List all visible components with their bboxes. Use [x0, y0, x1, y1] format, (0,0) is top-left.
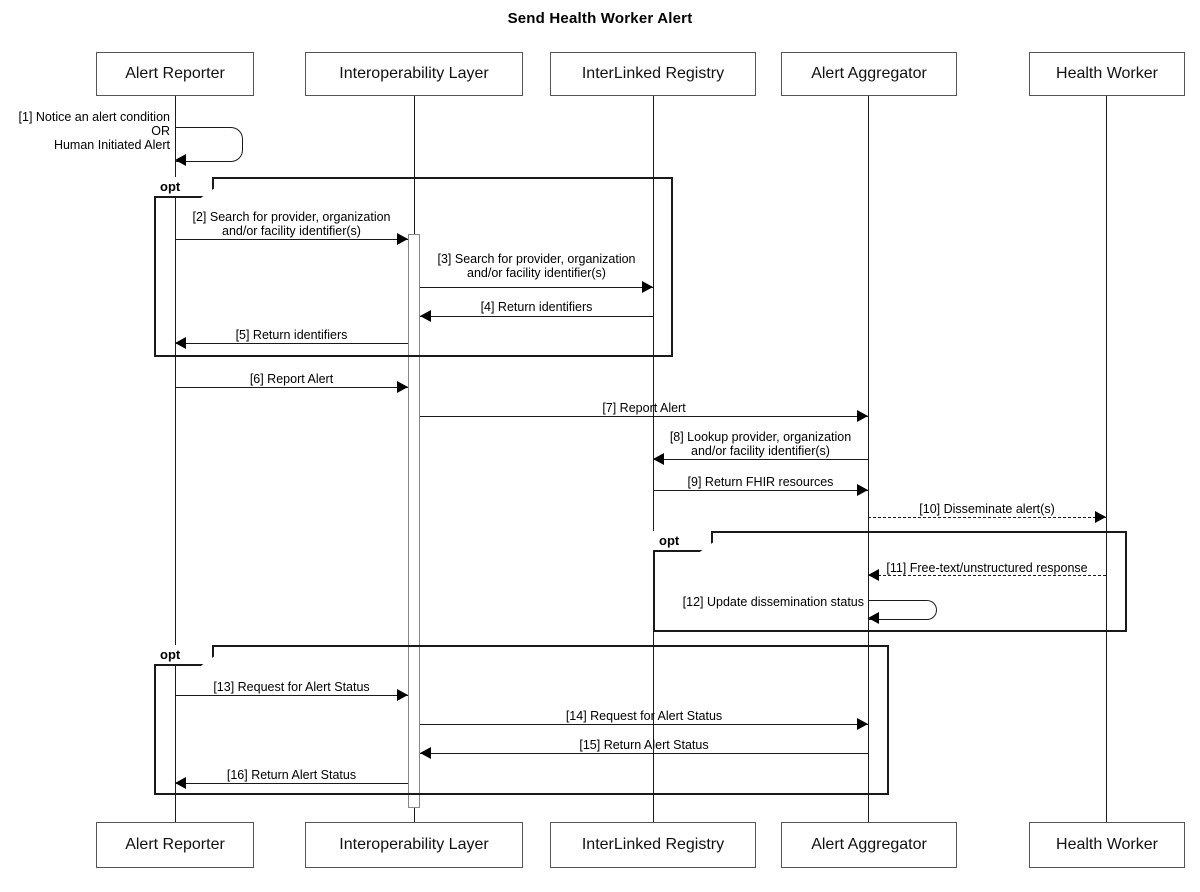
- message-line-16: [175, 783, 408, 784]
- participant-footer-alert-aggregator[interactable]: Alert Aggregator: [781, 822, 957, 868]
- self-message-loop: [868, 600, 937, 620]
- lifeline-alert-aggregator: [868, 96, 869, 822]
- arrowhead-message-14: [857, 718, 868, 730]
- participant-header-interoperability-layer[interactable]: Interoperability Layer: [305, 52, 523, 96]
- message-line-2: [175, 239, 408, 240]
- participant-header-interlinked-registry[interactable]: InterLinked Registry: [550, 52, 756, 96]
- message-line-13: [175, 695, 408, 696]
- message-line-9: [653, 490, 868, 491]
- lifeline-alert-reporter: [175, 96, 176, 822]
- arrowhead-message-13: [397, 689, 408, 701]
- message-label-9: [9] Return FHIR resources: [687, 475, 834, 489]
- participant-label: Interoperability Layer: [339, 65, 489, 82]
- message-label-14: [14] Request for Alert Status: [565, 709, 723, 723]
- message-line-6: [175, 387, 408, 388]
- self-message-loop: [175, 127, 243, 162]
- participant-label: Health Worker: [1056, 836, 1158, 853]
- self-message-12: [868, 600, 937, 620]
- participant-header-health-worker[interactable]: Health Worker: [1029, 52, 1185, 96]
- message-label-8: [8] Lookup provider, organization and/or…: [669, 430, 852, 458]
- message-label-3: [3] Search for provider, organization an…: [437, 252, 636, 280]
- message-line-10: [868, 517, 1106, 518]
- message-line-3: [420, 287, 653, 288]
- fragment-opt-1: [154, 177, 673, 357]
- fragment-opt-3: [154, 645, 889, 795]
- fragment-opt-1-label: opt: [154, 177, 214, 198]
- message-label-4: [4] Return identifiers: [480, 300, 593, 314]
- participant-label: Alert Aggregator: [811, 836, 927, 853]
- message-line-7: [420, 416, 868, 417]
- arrowhead-message-9: [857, 484, 868, 496]
- message-label-2: [2] Search for provider, organization an…: [192, 210, 391, 238]
- lifeline-health-worker: [1106, 96, 1107, 822]
- message-line-15: [420, 753, 868, 754]
- message-line-11: [868, 575, 1106, 576]
- participant-label: InterLinked Registry: [581, 836, 725, 853]
- fragment-opt-2: [653, 531, 1127, 632]
- message-label-11: [11] Free-text/unstructured response: [886, 561, 1088, 575]
- message-label-7: [7] Report Alert: [602, 401, 686, 415]
- arrowhead-message-11: [868, 569, 879, 581]
- participant-label: Alert Aggregator: [811, 65, 927, 82]
- arrowhead-message-6: [397, 381, 408, 393]
- page-title: Send Health Worker Alert: [507, 10, 693, 27]
- arrowhead-message-12: [868, 612, 879, 624]
- arrowhead-message-2: [397, 233, 408, 245]
- arrowhead-message-15: [420, 747, 431, 759]
- participant-footer-interlinked-registry[interactable]: InterLinked Registry: [550, 822, 756, 868]
- activation-bar-interoperability-layer: [408, 234, 420, 808]
- participant-header-alert-aggregator[interactable]: Alert Aggregator: [781, 52, 957, 96]
- participant-footer-alert-reporter[interactable]: Alert Reporter: [96, 822, 254, 868]
- arrowhead-message-8: [653, 453, 664, 465]
- arrowhead-message-7: [857, 410, 868, 422]
- participant-label: Alert Reporter: [125, 836, 225, 853]
- arrowhead-message-3: [642, 281, 653, 293]
- fragment-opt-3-label: opt: [154, 645, 214, 666]
- participant-label: Alert Reporter: [125, 65, 225, 82]
- message-label-16: [16] Return Alert Status: [226, 768, 357, 782]
- message-label-1: [1] Notice an alert condition OR Human I…: [18, 110, 170, 152]
- message-label-12: [12] Update dissemination status: [682, 595, 864, 609]
- message-label-15: [15] Return Alert Status: [579, 738, 709, 752]
- participant-header-alert-reporter[interactable]: Alert Reporter: [96, 52, 254, 96]
- arrowhead-message-4: [420, 310, 431, 322]
- participant-label: InterLinked Registry: [581, 65, 725, 82]
- arrowhead-message-1: [175, 154, 186, 166]
- self-message-1: [175, 127, 243, 162]
- message-label-5: [5] Return identifiers: [235, 328, 348, 342]
- message-line-8: [653, 459, 868, 460]
- arrowhead-message-5: [175, 337, 186, 349]
- participant-label: Health Worker: [1056, 65, 1158, 82]
- arrowhead-message-10: [1095, 511, 1106, 523]
- participant-label: Interoperability Layer: [339, 836, 489, 853]
- fragment-opt-2-label: opt: [653, 531, 713, 552]
- participant-footer-health-worker[interactable]: Health Worker: [1029, 822, 1185, 868]
- arrowhead-message-16: [175, 777, 186, 789]
- message-line-14: [420, 724, 868, 725]
- message-label-10: [10] Disseminate alert(s): [919, 502, 1055, 516]
- message-label-6: [6] Report Alert: [249, 372, 334, 386]
- message-line-5: [175, 343, 408, 344]
- participant-footer-interoperability-layer[interactable]: Interoperability Layer: [305, 822, 523, 868]
- message-label-13: [13] Request for Alert Status: [213, 680, 370, 694]
- message-line-4: [420, 316, 653, 317]
